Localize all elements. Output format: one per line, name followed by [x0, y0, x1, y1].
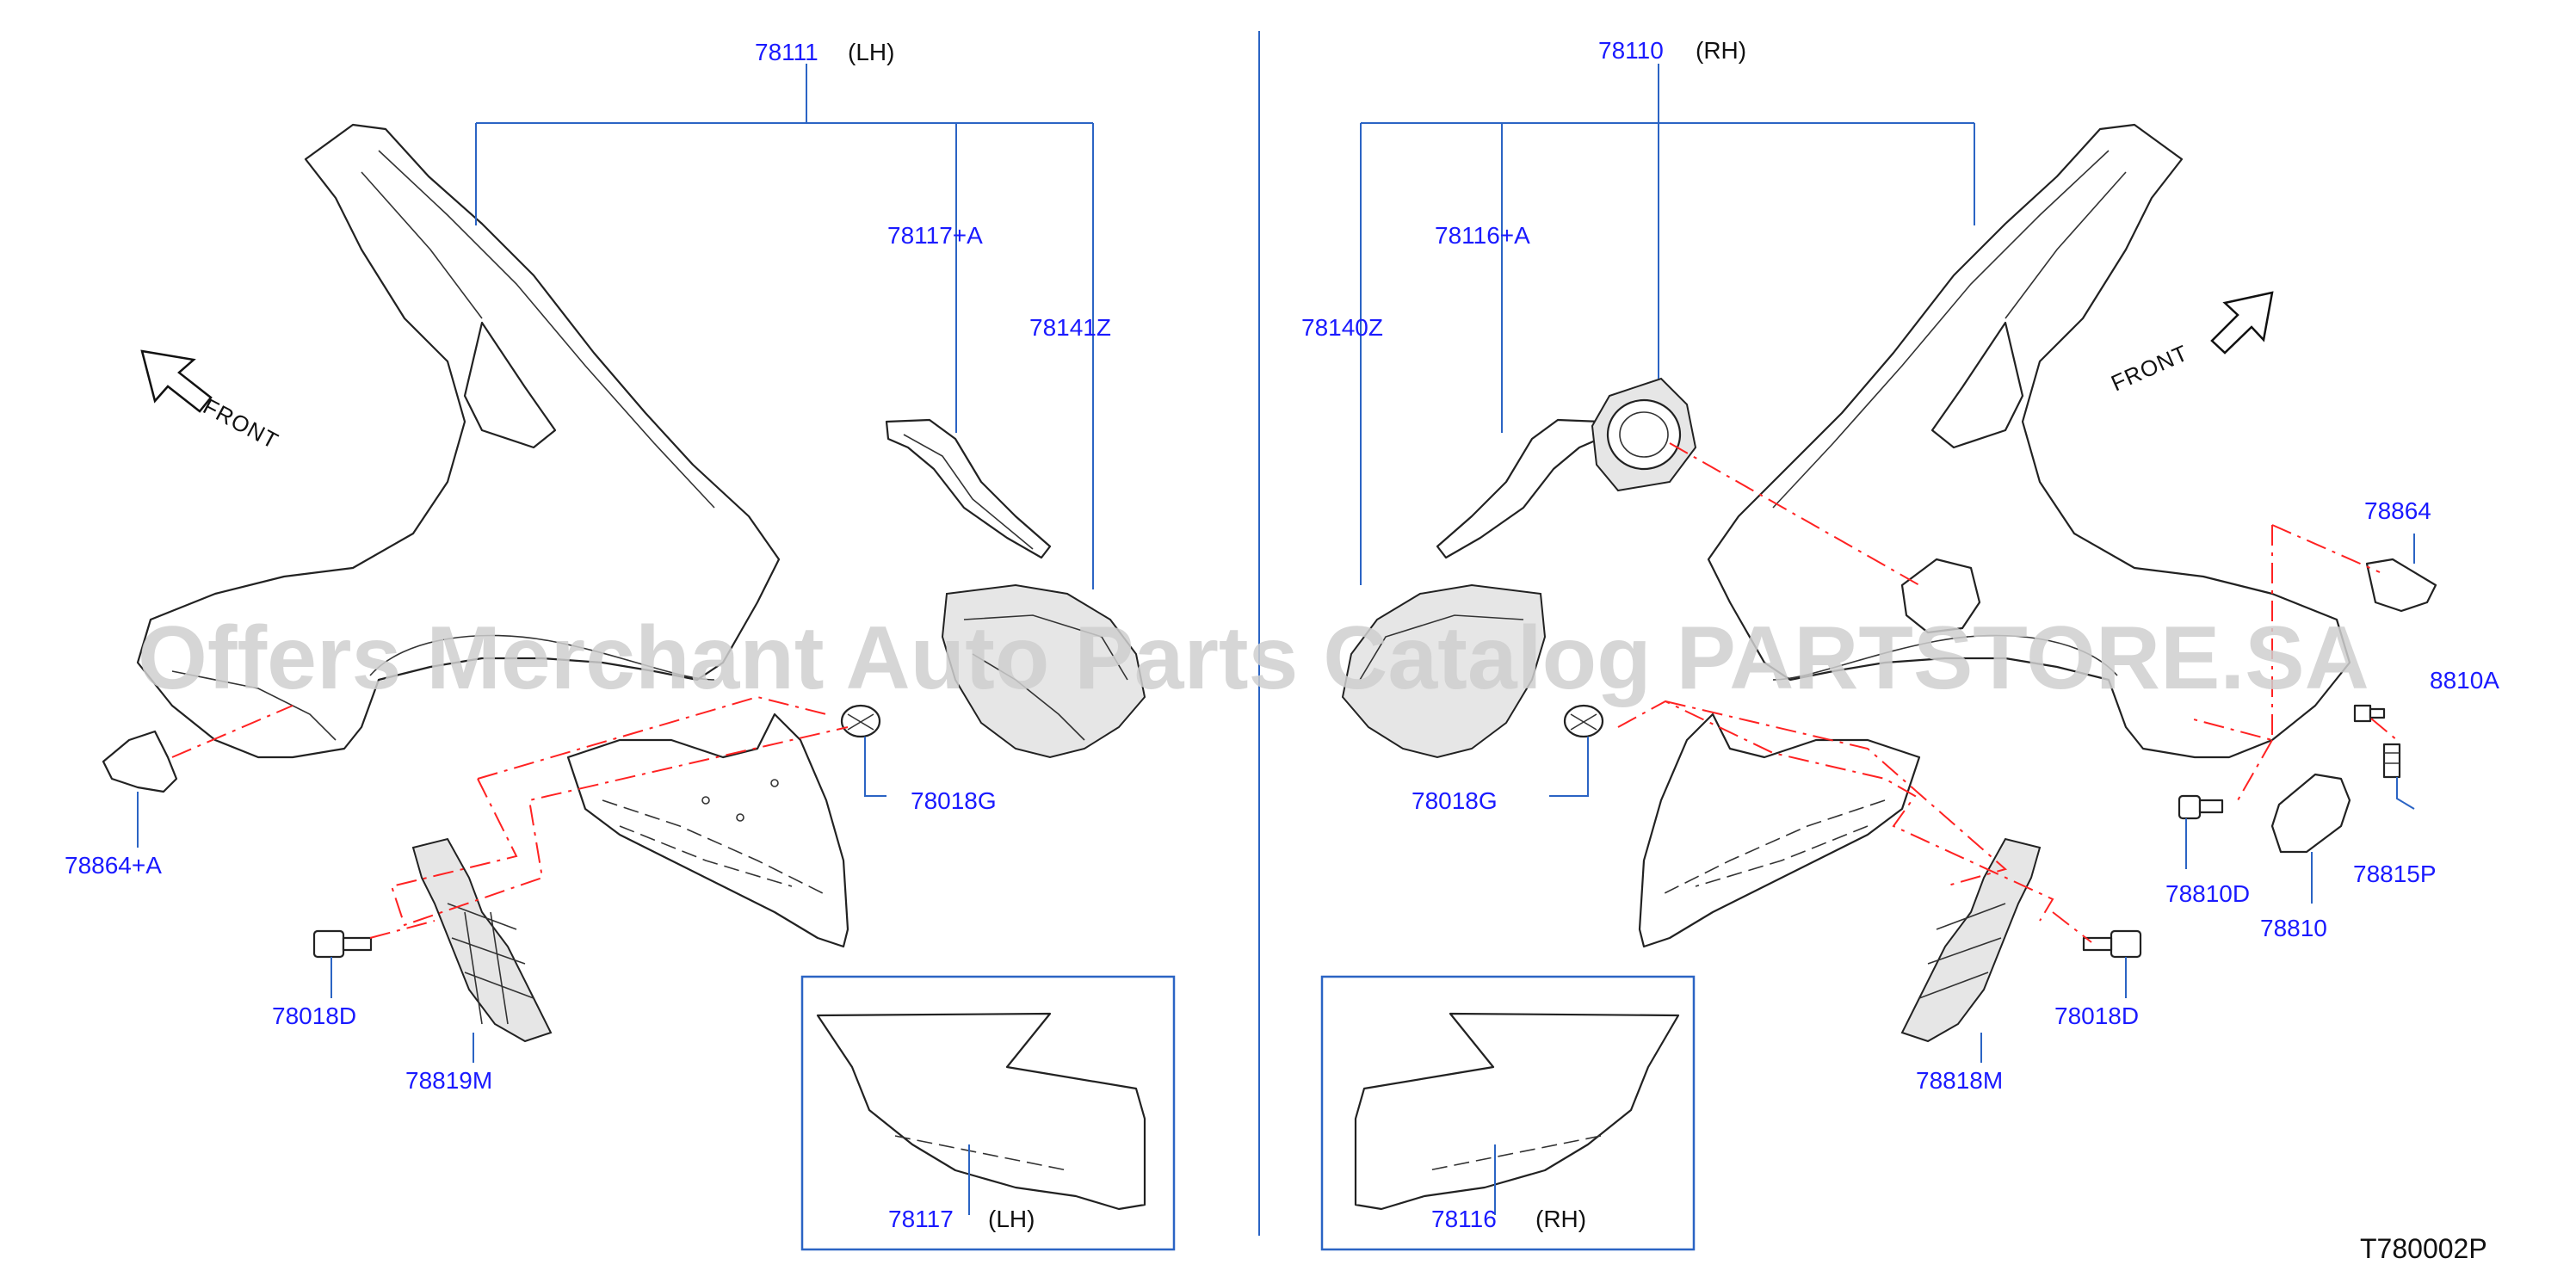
right-bolt-78810d — [2178, 794, 2224, 820]
label-78117: 78117 — [888, 1206, 954, 1232]
left-part-78117a — [885, 418, 1052, 559]
right-front-arrow: FRONT — [2107, 291, 2274, 397]
right-clip-78018g — [1563, 704, 1604, 738]
left-part-78141z — [941, 583, 1146, 759]
right-fuel-filler-housing — [1591, 377, 1697, 492]
right-wheel-arch — [1772, 634, 2118, 681]
left-bracket-78819m — [411, 837, 553, 1043]
right-bracket-78818m — [1900, 837, 2042, 1043]
left-quarter-panel — [136, 123, 781, 759]
right-fuel-door-78810 — [2270, 773, 2351, 854]
right-inset-frame — [1320, 975, 1696, 1251]
right-front-label: FRONT — [2107, 340, 2192, 397]
right-leader-78110 — [1360, 64, 1975, 585]
left-inset-frame — [800, 975, 1176, 1251]
label-78815p: 78815P — [2353, 861, 2437, 887]
right-part-78116a — [1436, 418, 1603, 559]
left-wheelhouse-inner — [566, 713, 849, 948]
label-78117a: 78117+A — [887, 222, 983, 249]
left-side-assembly — [102, 64, 1176, 1251]
label-78116-side: (RH) — [1535, 1206, 1586, 1232]
label-78116: 78116 — [1431, 1206, 1497, 1232]
label-78116a: 78116+A — [1435, 222, 1530, 249]
right-part-78140z — [1341, 583, 1547, 759]
label-78111: 78111 — [755, 39, 819, 65]
right-part-78864-cap — [2365, 558, 2437, 613]
left-quarter-window-opening — [463, 321, 557, 449]
left-screw-78018d — [312, 929, 373, 959]
label-78818m: 78818M — [1916, 1067, 2003, 1094]
left-front-label: FRONT — [199, 393, 283, 454]
label-78111-side: (LH) — [848, 39, 894, 65]
right-screw-8810a — [2353, 704, 2386, 723]
left-inset-part-78117 — [816, 1012, 1146, 1211]
right-quarter-window-opening — [1930, 321, 2024, 449]
label-78018d-right: 78018D — [2054, 1002, 2139, 1029]
right-side-assembly — [1320, 64, 2437, 1251]
label-78810: 78810 — [2260, 915, 2327, 941]
right-quarter-panel — [1707, 123, 2351, 759]
left-wheel-arch — [369, 634, 715, 681]
left-leader-78111 — [475, 64, 1094, 589]
right-screw-78018d — [2082, 929, 2142, 959]
label-78018g-left: 78018G — [911, 787, 997, 814]
label-78110-side: (RH) — [1696, 37, 1746, 64]
label-78864a: 78864+A — [65, 852, 162, 879]
label-78141z: 78141Z — [1029, 314, 1111, 341]
left-part-78864a-cap — [102, 730, 178, 793]
label-78819m: 78819M — [405, 1067, 492, 1094]
right-spring-78815p — [2382, 743, 2401, 779]
watermark-text: Offers Merchant Auto Parts Catalog PARTS… — [138, 608, 2369, 708]
label-78110: 78110 — [1598, 37, 1664, 64]
diagram-code: T780002P — [2360, 1233, 2487, 1264]
right-inset-part-78116 — [1354, 1012, 1680, 1211]
label-78018d-left: 78018D — [272, 1002, 356, 1029]
label-78140z: 78140Z — [1301, 314, 1383, 341]
label-78117-side: (LH) — [988, 1206, 1035, 1232]
label-78864: 78864 — [2364, 497, 2431, 524]
label-78810d: 78810D — [2165, 880, 2250, 907]
right-fuel-door-opening — [1900, 558, 1981, 634]
label-8810a: 8810A — [2430, 667, 2499, 694]
left-clip-78018g — [840, 704, 881, 738]
left-front-arrow: FRONT — [140, 349, 283, 454]
right-wheelhouse-inner — [1638, 713, 1921, 948]
label-78018g-right: 78018G — [1412, 787, 1498, 814]
